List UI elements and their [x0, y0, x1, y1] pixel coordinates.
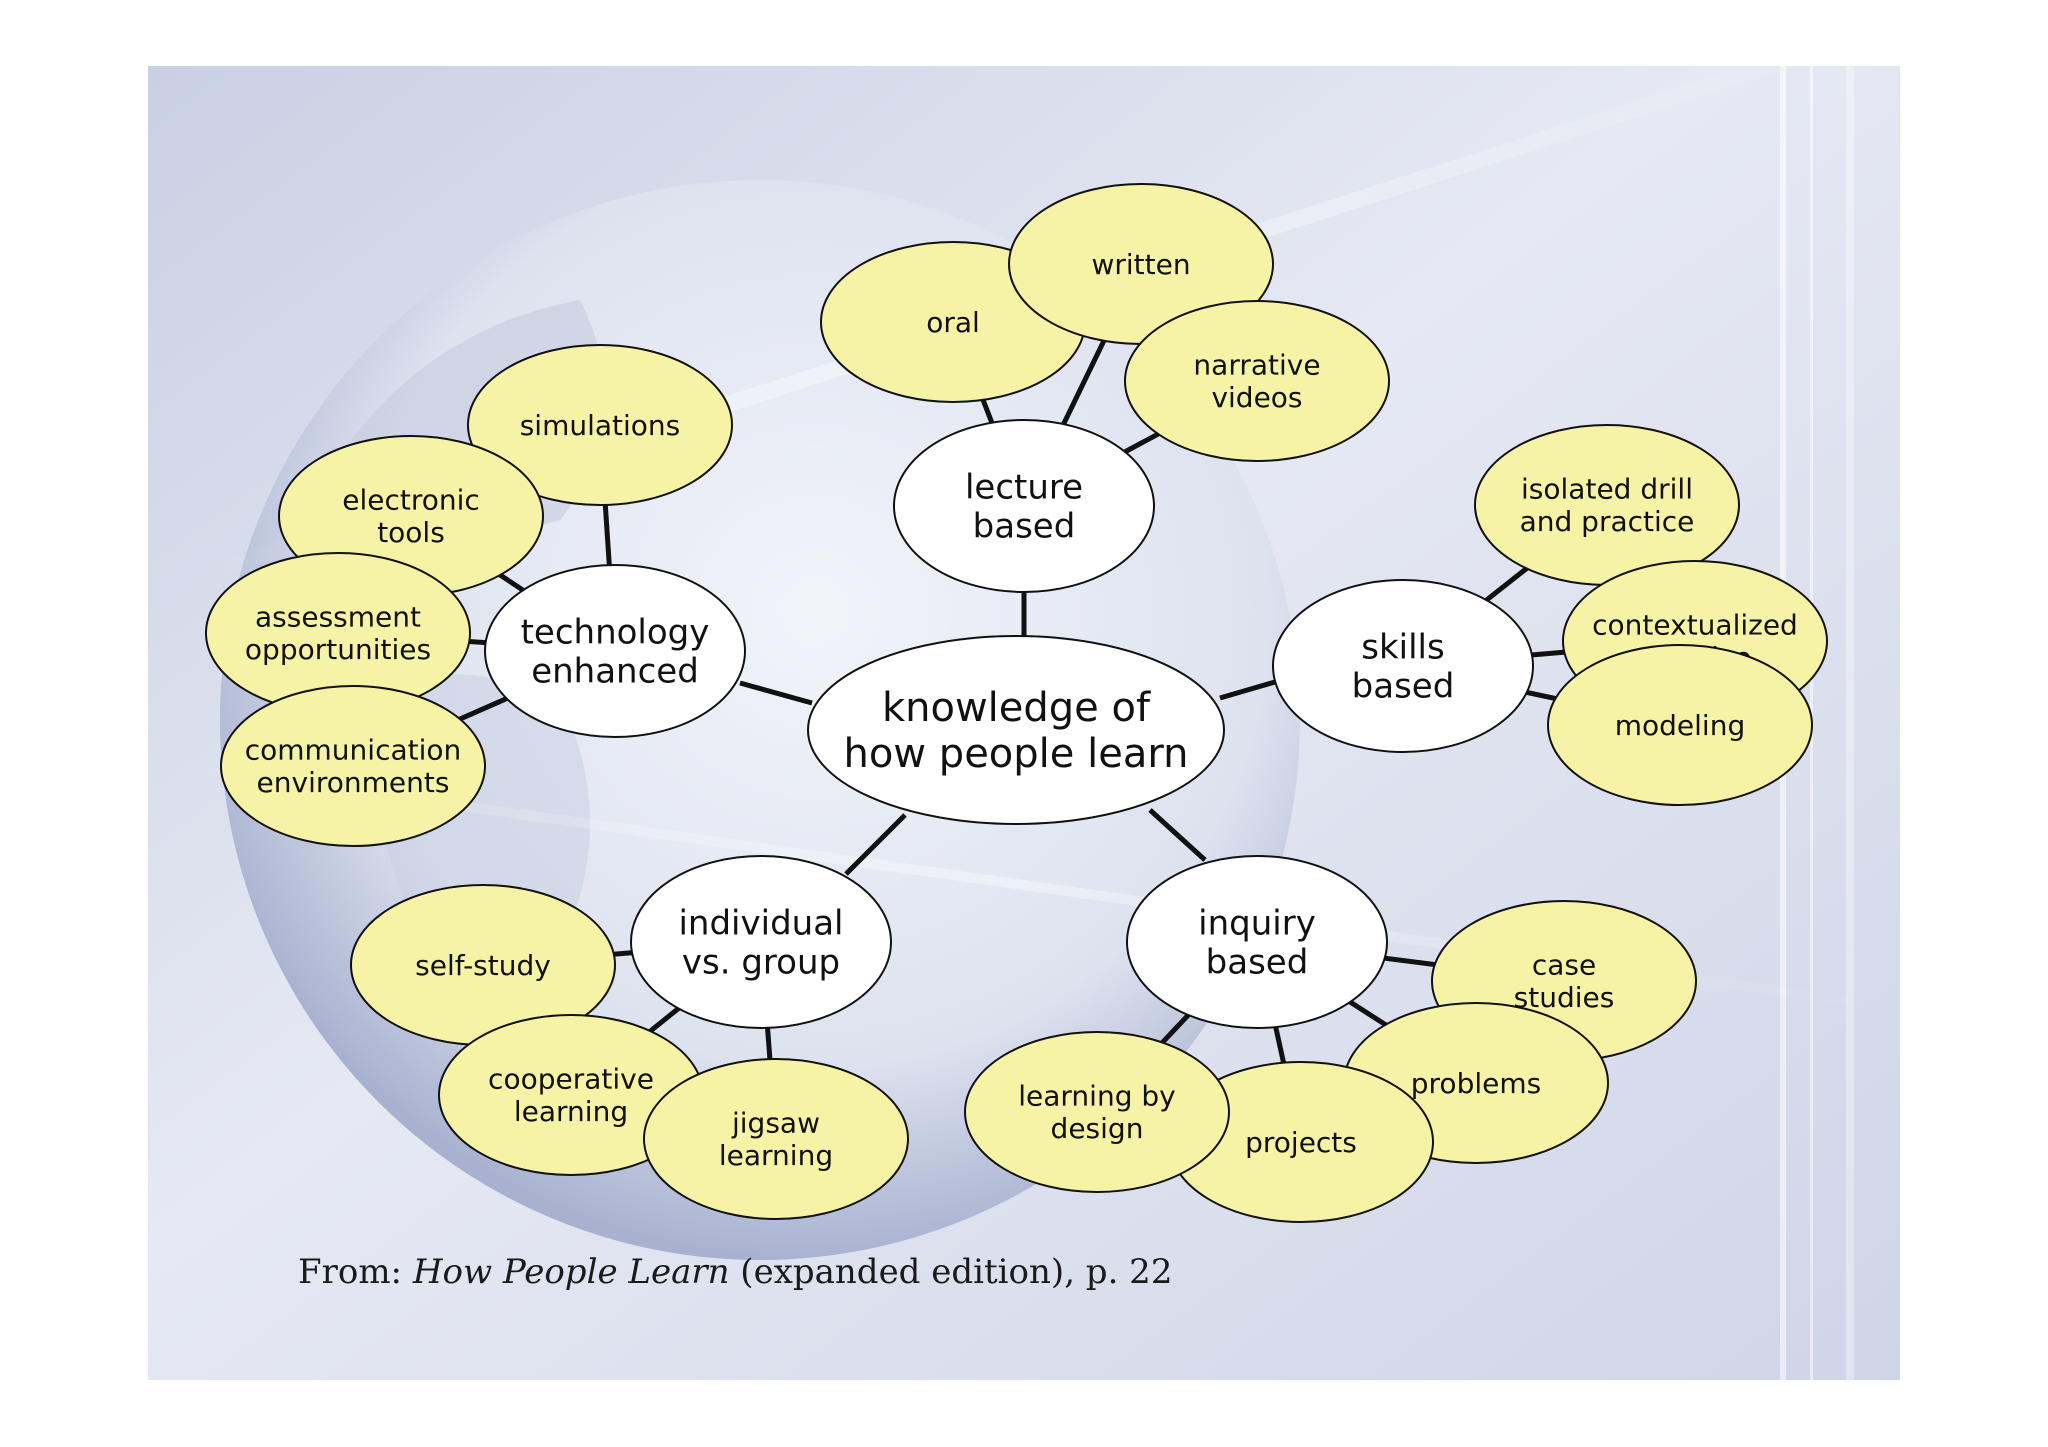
node-hub-inquiry-label: based — [1206, 942, 1309, 982]
node-individual-child-2-label: learning — [719, 1139, 833, 1172]
node-individual-child-2-shape — [643, 1058, 909, 1220]
node-inquiry-child-1-label: problems — [1411, 1067, 1541, 1100]
node-inquiry-child-2: projects — [1168, 1061, 1434, 1223]
node-technology-child-0-label: simulations — [520, 409, 681, 442]
node-technology-child-1-label: tools — [377, 516, 445, 549]
node-individual-child-2-label: jigsaw — [731, 1107, 820, 1140]
node-technology-child-0: simulations — [467, 344, 733, 506]
node-hub-skills-label: skills — [1361, 627, 1444, 667]
node-hub-inquiry-shape — [1126, 855, 1388, 1029]
node-technology-child-2-label: opportunities — [245, 633, 431, 666]
node-center-label: knowledge of — [882, 685, 1151, 731]
node-hub-individual-label: individual — [678, 903, 843, 943]
edge-technology-center — [739, 680, 813, 706]
node-skills-child-0-label: isolated drill — [1521, 473, 1693, 506]
source-caption: From: How People Learn (expanded edition… — [298, 1252, 1172, 1292]
node-hub-technology-label: enhanced — [531, 651, 699, 691]
node-technology-child-3-label: environments — [257, 766, 450, 799]
node-hub-inquiry-label: inquiry — [1198, 903, 1316, 943]
node-hub-lecture-label: based — [973, 506, 1076, 546]
node-lecture-child-0-label: oral — [926, 306, 980, 339]
node-hub-lecture-label: lecture — [965, 467, 1083, 507]
node-individual-child-1-label: learning — [514, 1095, 628, 1128]
node-hub-lecture-shape — [893, 419, 1155, 593]
node-technology-child-3-label: communication — [245, 734, 462, 767]
caption-book-title: How People Learn — [412, 1252, 730, 1292]
node-inquiry-child-3-shape — [964, 1031, 1230, 1193]
node-lecture-child-2-label: videos — [1211, 381, 1302, 414]
node-hub-skills-shape — [1272, 579, 1534, 753]
edge-skills-center — [1219, 679, 1276, 701]
node-hub-individual-shape — [630, 855, 892, 1029]
caption-prefix: From: — [298, 1252, 413, 1292]
node-skills-child-1-label: contextualized — [1592, 609, 1798, 642]
node-inquiry-child-0-label: case — [1532, 949, 1596, 982]
edge-individual-center — [844, 813, 907, 876]
node-inquiry-child-2-label: projects — [1245, 1126, 1357, 1159]
node-skills-child-2: modeling — [1547, 644, 1813, 806]
node-inquiry-child-0-label: studies — [1514, 981, 1615, 1014]
node-technology-child-0-shape — [467, 344, 733, 506]
node-technology-child-1-label: electronic — [342, 484, 480, 517]
node-inquiry-child-3-label: design — [1051, 1112, 1144, 1145]
node-hub-technology-shape — [484, 564, 746, 738]
node-individual-child-0: self-study — [350, 884, 616, 1046]
node-inquiry-child-3-label: learning by — [1018, 1080, 1175, 1113]
caption-suffix: (expanded edition), p. 22 — [729, 1252, 1173, 1292]
node-skills-child-0-label: and practice — [1520, 505, 1695, 538]
node-skills-child-2-shape — [1547, 644, 1813, 806]
node-hub-individual-label: vs. group — [682, 942, 840, 982]
node-lecture-child-2-label: narrative — [1193, 349, 1320, 382]
node-center-label: how people learn — [844, 731, 1189, 777]
node-individual-child-0-label: self-study — [415, 949, 551, 982]
node-lecture-child-1-label: written — [1091, 248, 1190, 281]
edge-inquiry-center — [1148, 808, 1207, 862]
node-skills-child-2-label: modeling — [1615, 709, 1745, 742]
node-technology-child-3-shape — [220, 685, 486, 847]
node-hub-technology-label: technology — [521, 612, 710, 652]
node-center-shape — [807, 635, 1225, 825]
node-lecture-child-1: written — [1008, 183, 1274, 345]
node-technology-child-2-label: assessment — [255, 601, 421, 634]
node-lecture-child-2-shape — [1124, 300, 1390, 462]
node-individual-child-1-label: cooperative — [488, 1063, 654, 1096]
node-hub-skills-label: based — [1352, 666, 1455, 706]
